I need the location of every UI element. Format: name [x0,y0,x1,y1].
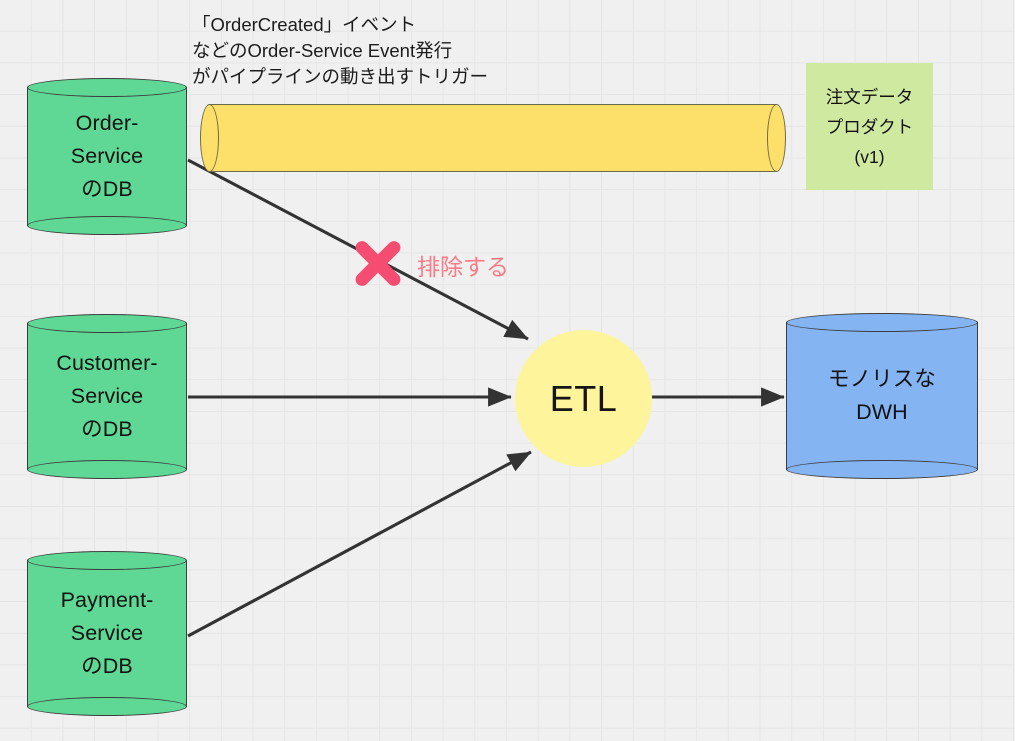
cylinder-bottom-ellipse [786,460,978,479]
cylinder-body [27,560,187,707]
pipe-body [209,104,777,172]
edge-payment-db-to-etl [187,450,532,638]
cylinder-bottom-ellipse [27,697,187,716]
cylinder-bottom-ellipse [27,460,187,479]
node-payment-service-db[interactable]: Payment- Service のDB [27,551,187,716]
node-label: モノリスな DWH [827,367,936,424]
node-label: ETL [549,377,618,419]
node-label: Payment- Service のDB [60,588,154,678]
node-etl[interactable]: ETL [515,330,652,467]
cylinder-top-ellipse [27,551,187,570]
cylinder-body [27,87,187,226]
sticky-note-order-data-product[interactable]: 注文データ プロダクト (v1) [806,63,933,190]
cylinder-top-ellipse [27,314,187,333]
cylinder-bottom-ellipse [27,216,187,235]
x-cross-icon [349,234,407,292]
annotation-exclude-label: 排除する [417,254,509,280]
cylinder-body [27,323,187,470]
sticky-note-label: 注文データ プロダクト (v1) [825,86,914,167]
node-pipeline-tube[interactable] [200,104,786,172]
pipe-right-cap [767,104,786,172]
cylinder-top-ellipse [786,313,978,332]
pipe-left-cap [200,104,219,172]
node-order-service-db[interactable]: Order- Service のDB [27,78,187,235]
node-monolithic-dwh[interactable]: モノリスな DWH [786,313,978,479]
cylinder-top-ellipse [27,78,187,97]
node-label: Order- Service のDB [70,111,144,201]
cylinder-body [786,322,978,470]
node-customer-service-db[interactable]: Customer- Service のDB [27,314,187,479]
node-label: Customer- Service のDB [56,351,158,441]
annotation-trigger-note: 「OrderCreated」イベント などのOrder-Service Even… [192,14,489,87]
